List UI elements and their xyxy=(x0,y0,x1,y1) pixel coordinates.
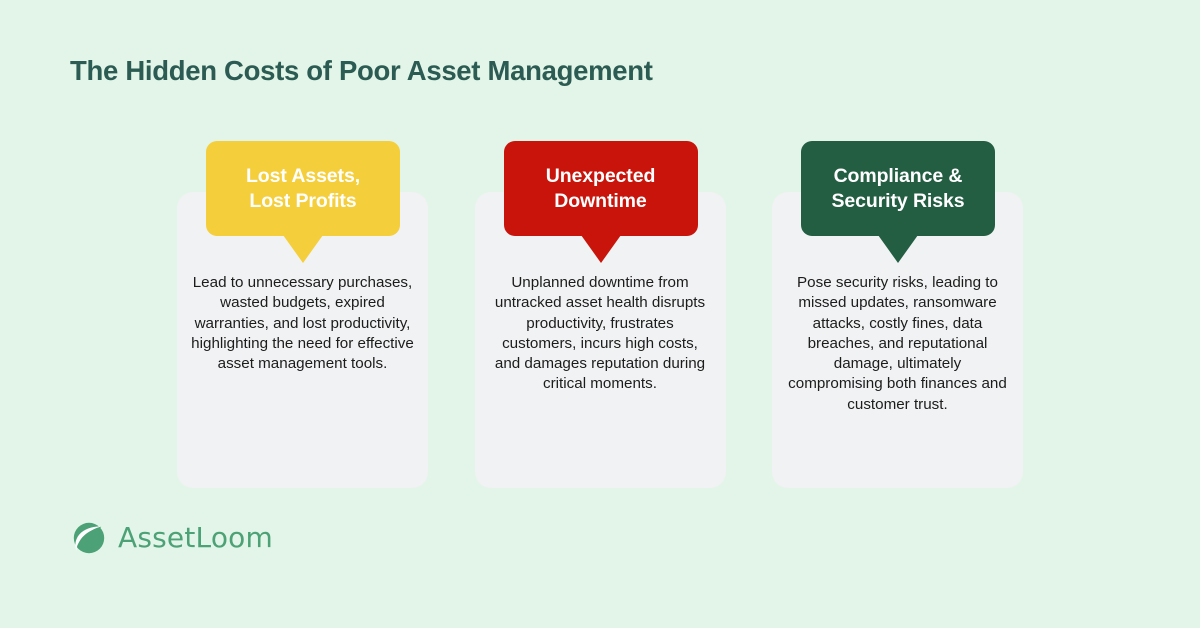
card-body-text: Unplanned downtime from untracked asset … xyxy=(494,274,706,393)
banner-tail-icon xyxy=(283,235,323,263)
page-title: The Hidden Costs of Poor Asset Managemen… xyxy=(70,55,653,86)
card-banner: Lost Assets,Lost Profits xyxy=(206,141,400,263)
cards-row: Lost Assets,Lost Profits Lead to unneces… xyxy=(177,141,1023,488)
brand-name: AssetLoom xyxy=(118,521,273,554)
brand-logo: AssetLoom xyxy=(68,517,273,559)
card-banner: Compliance &Security Risks xyxy=(801,141,995,263)
card-compliance-security: Compliance &Security Risks Pose security… xyxy=(772,141,1023,488)
banner-tail-icon xyxy=(878,235,918,263)
banner-box: Lost Assets,Lost Profits xyxy=(206,141,400,236)
banner-title: Lost Assets,Lost Profits xyxy=(245,164,361,212)
banner-title: Compliance &Security Risks xyxy=(831,164,965,212)
assetloom-leaf-icon xyxy=(73,522,105,554)
card-body-text: Pose security risks, leading to missed u… xyxy=(788,274,1007,413)
banner-box: Compliance &Security Risks xyxy=(801,141,995,236)
card-body-text: Lead to unnecessary purchases, wasted bu… xyxy=(191,274,414,373)
card-lost-assets: Lost Assets,Lost Profits Lead to unneces… xyxy=(177,141,428,488)
banner-tail-icon xyxy=(580,235,621,263)
